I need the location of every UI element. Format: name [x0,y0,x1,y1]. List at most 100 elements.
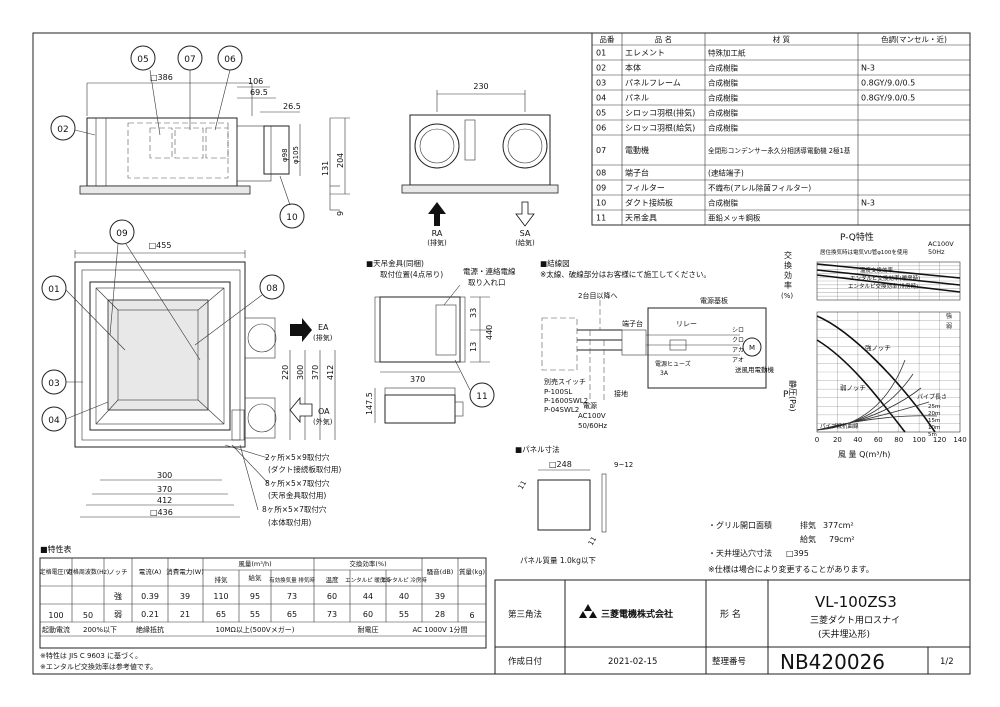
pq-xtick: 100 [912,436,925,444]
dim-300-v: 300 [296,365,305,380]
pq-xtick: 0 [815,436,819,444]
ea-arrow [290,318,312,342]
part-number: 08 [596,169,606,178]
pq-eff-1: 交 [784,250,792,260]
pq-notch-strong: 強 [946,312,952,320]
pq-weak-curve [816,339,906,433]
part-material: 合成樹脂 [708,198,738,208]
panel-dim-gap: 9~12 [614,461,633,469]
spec-cell-cool: 55 [399,610,409,619]
part-number: 06 [596,124,606,133]
part-name: シロッコ羽根(排気) [625,108,695,118]
wiring-power-board: 電源基板 [700,296,728,305]
callout-10: 10 [286,213,298,223]
spec-sub-temp: 温度 [326,575,340,584]
dim-370-bracket: 370 [410,375,425,384]
callout-circle [279,203,305,229]
spec-withstand: AC 1000V 1分間 [412,625,467,634]
dim-230: 230 [473,82,488,91]
spec-head-current: 電流(A) [139,567,162,576]
panel-dim-248: □248 [549,460,572,469]
note-hole-2: 8ヶ所×5×7取付穴 [265,478,330,488]
spec-cell-cool: 40 [399,592,409,601]
spec-head-airflow: 風量(m³/h) [238,560,271,568]
wiring-switch-1: P-100SL [544,388,572,396]
pq-eff-cool: エンタルピ交換効率(冷房時) [848,282,918,290]
part-name: パネルフレーム [625,79,681,88]
note-hole-1: 2ヶ所×5×9取付穴 [265,452,330,462]
part-material: 不織布(アレル除菌フィルター) [708,183,811,193]
spec-head-noise: 騒音(dB) [427,567,454,576]
panel-dimensions: ■パネル寸法 □248 9~12 11 11 パネル質量 1.0kg以下 [515,444,633,565]
part-material: 合成樹脂 [708,93,738,103]
wire-red: アカ [732,347,744,354]
ra-sub: (排気) [427,238,447,247]
part-material: (速結端子) [708,168,744,178]
spec-mass: 6 [469,611,474,620]
spec-insulation-label: 絶縁抵抗 [136,625,164,634]
drawing-number: NB420026 [780,650,885,674]
pq-eff-3: 効 [784,270,792,280]
dim-370: 370 [157,485,172,494]
callout-09: 09 [116,229,128,239]
callout-05: 05 [137,55,148,65]
part-number: 09 [596,184,606,193]
pq-xtick: 40 [853,436,862,444]
dim-204: 204 [336,153,345,168]
spec-cell-noise: 39 [435,592,445,601]
product-name-2: (天井埋込形) [818,628,870,640]
wiring-relay: リレー [676,320,697,328]
part-name: 本体 [625,63,641,73]
dim-455: □455 [149,241,172,250]
pq-pipe-length: 25m [928,404,940,410]
spec-sub-effective: 有効換気量 排気時 [269,576,315,584]
spec-cell-current: 0.39 [141,592,159,601]
spec-table: ■特性表 定格電圧(V)定格周波数(Hz)ノッチ電流(A)消費電力(W)風量(m… [39,544,487,671]
spec-cell-temp: 60 [327,592,337,601]
wiring-motor-label: 送風用電動機 [735,365,775,374]
pq-p-label: P [783,390,789,400]
part-material: 特殊加工紙 [708,48,746,58]
pq-chart: P-Q特性 AC100V 50Hz 交 換 効 率 (%) 静圧(Pa) P 居… [781,231,967,459]
dim-131: 131 [321,161,330,176]
wiring-ground: 接地 [614,389,628,398]
pq-notch-weak: 弱 [946,323,952,330]
part-name: 端子台 [625,168,649,178]
part-name: 電動機 [625,145,649,155]
spec-cell-temp: 73 [327,610,337,619]
spec-sub-cool: エンタルピ 冷房時 [381,576,427,584]
eff-curve [816,263,961,279]
parts-header-2: 材 質 [773,34,791,44]
callout-07: 07 [184,55,195,65]
wiring-fuse-rating: 3A [660,370,669,377]
dim-phi98: φ98 [281,148,289,162]
spec-change-note: ※仕様は場合により変更することがあります。 [708,564,874,574]
spec-head-power: 消費電力(W) [166,567,204,576]
spec-withstand-label: 耐電圧 [358,625,379,634]
pq-xtick: 60 [874,436,883,444]
spec-cell-supply: 95 [250,592,260,601]
dim-106: 106 [248,77,263,86]
spec-cell-power: 21 [180,610,190,619]
projection-label: 第三角法 [508,609,542,620]
spec-sub-supply: 給気 [249,573,263,582]
spec-cell-exhaust: 65 [216,610,226,619]
dim-phi105: φ105 [292,146,300,164]
pq-hz: 50Hz [928,248,945,256]
panel-title: ■パネル寸法 [515,444,560,454]
spec-title: ■特性表 [40,544,72,554]
spec-head-voltage: 定格電圧(V) [40,568,73,576]
part-number: 04 [596,94,606,103]
callout-circle [217,45,243,71]
pq-pipe-length: 10m [928,425,940,431]
callout-circle [130,45,156,71]
spec-head-notch: ノッチ [108,568,127,576]
callout-04: 04 [48,416,60,426]
callout-03: 03 [48,379,59,389]
exhaust-value: 377cm² [823,521,854,530]
sa-label: SA [520,229,531,238]
spec-cell-effective: 73 [287,592,297,601]
dim-147-5: 147.5 [365,392,374,415]
